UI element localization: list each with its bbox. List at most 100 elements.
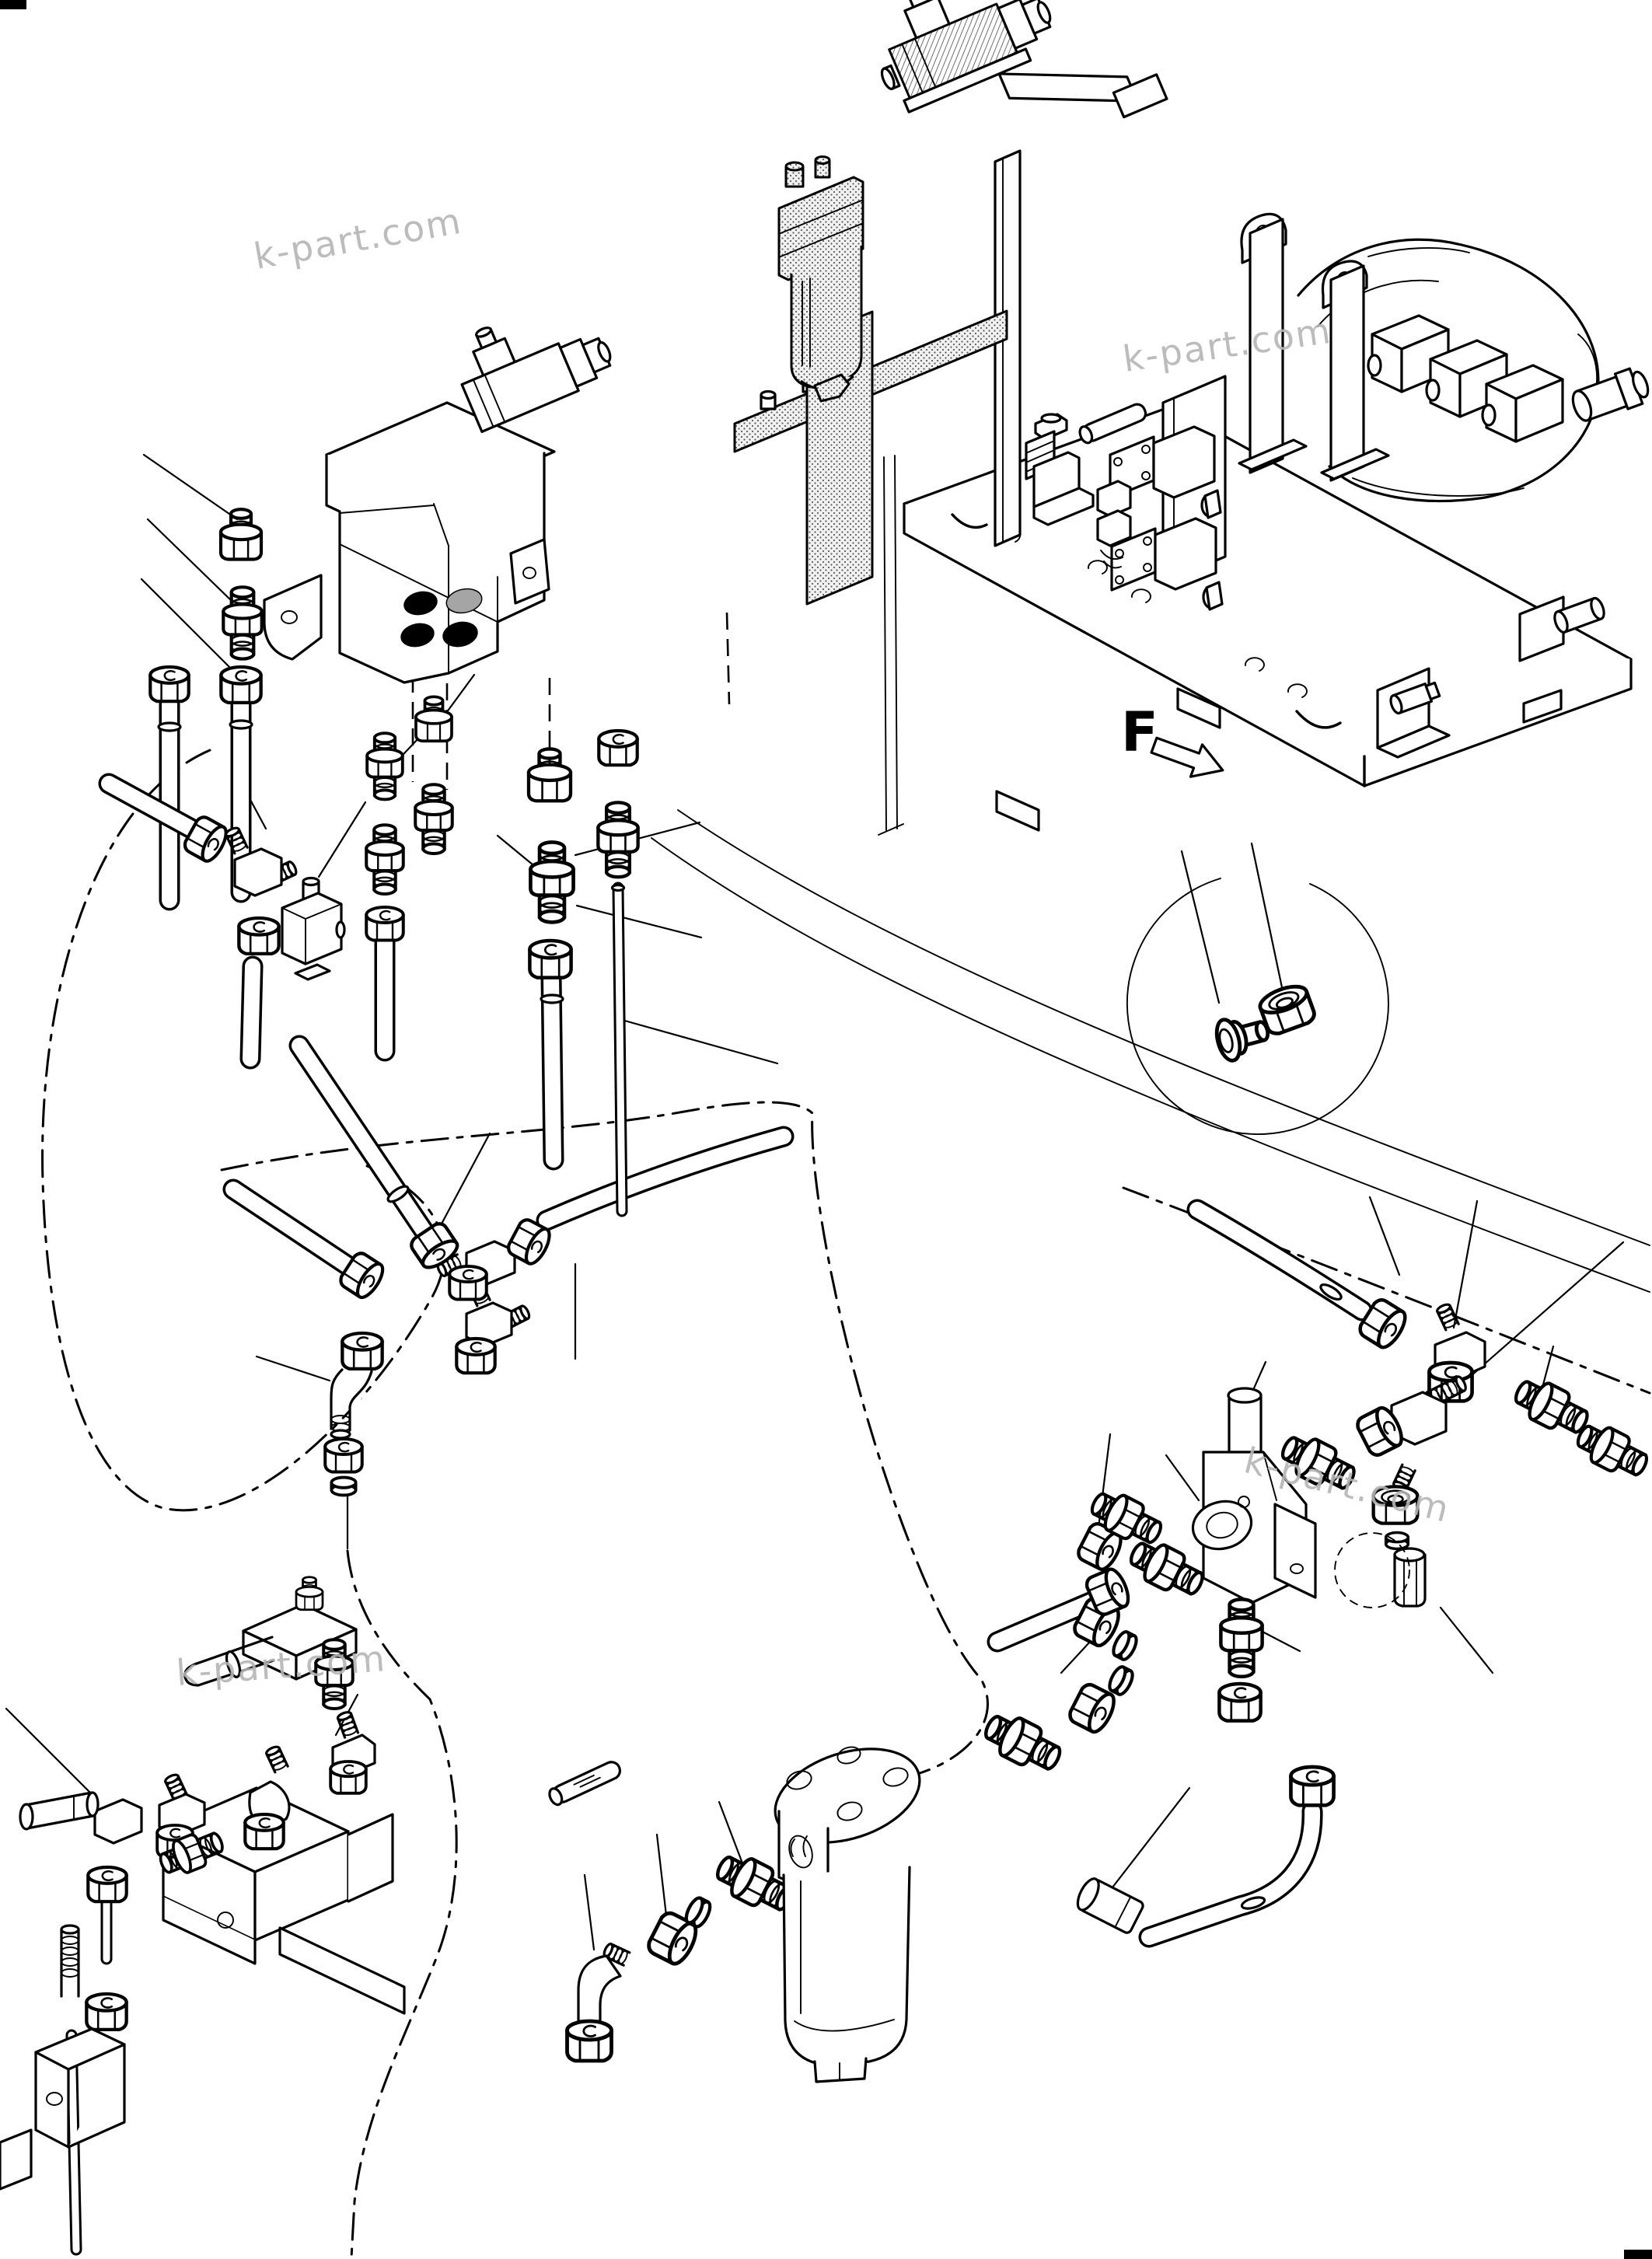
mounting-bracket-plate	[994, 149, 1022, 547]
pilot-valve-assembly	[263, 326, 612, 684]
tee-fitting	[456, 1277, 533, 1373]
solenoid-valve-bank	[1078, 375, 1227, 611]
power-unit-assembly	[733, 0, 1650, 836]
hose	[288, 1035, 435, 1241]
hose	[1186, 1199, 1373, 1322]
solenoid-on-valve	[460, 326, 612, 433]
compression-ring	[1106, 1664, 1135, 1696]
straight-fitting	[365, 823, 405, 896]
mounting-wing	[509, 538, 550, 605]
compression-ring	[330, 1475, 358, 1497]
hose	[536, 1126, 795, 1231]
port-dark	[403, 591, 438, 616]
solenoid-valve	[1109, 425, 1222, 519]
sleeve-bushing	[1076, 1877, 1144, 1934]
view-direction: F	[1121, 700, 1224, 778]
relief-cylinder	[183, 1636, 275, 1687]
port-gray	[445, 588, 483, 614]
swivel-nut	[88, 1867, 126, 1901]
swivel-nut	[150, 667, 188, 701]
hose	[222, 1178, 361, 1278]
tee-fitting	[1354, 1375, 1467, 1493]
hose	[98, 773, 202, 840]
hose-elbow-bottom-right	[1138, 1800, 1323, 1948]
bracket-cylinder	[1518, 595, 1605, 662]
corner-mark-top-left	[0, 0, 26, 9]
valve-blocks-on-motor	[1367, 314, 1564, 443]
swivel-nut	[1291, 1767, 1333, 1805]
steel-tube-under-plate	[878, 455, 904, 836]
breather-caps	[784, 155, 831, 188]
watermark: k-part.com	[251, 200, 466, 278]
compression-nut	[323, 1437, 364, 1474]
tube-piece	[548, 1761, 622, 1807]
elbow-fitting	[329, 1709, 376, 1795]
straight-fitting	[1572, 1417, 1652, 1484]
bottom-left-manifold	[0, 1576, 406, 2191]
throttle-valve	[281, 876, 346, 981]
tee-fitting	[155, 1772, 206, 1859]
plug-fitting	[529, 749, 571, 801]
test-coupling	[1334, 1486, 1427, 1608]
hose	[157, 693, 182, 911]
port-dark	[400, 623, 435, 648]
compression-ring	[683, 1896, 714, 1929]
corner-mark-bottom-right	[1624, 2250, 1652, 2259]
straight-fitting	[1124, 1534, 1209, 1603]
watermark: k-part.com	[1120, 309, 1334, 380]
swivel-nut	[599, 731, 637, 765]
rod	[1078, 403, 1147, 445]
compression-ring	[1110, 1629, 1139, 1661]
straight-fitting	[530, 842, 573, 922]
plug-fitting	[414, 695, 453, 743]
hose	[987, 1590, 1103, 1653]
center-fitting-cluster	[182, 815, 554, 1497]
tee-fitting	[223, 825, 299, 954]
straight-fitting	[365, 731, 404, 801]
bracket-valve	[1376, 667, 1451, 759]
hose	[540, 965, 564, 1171]
port-dark	[442, 621, 478, 648]
straight-fitting	[979, 1707, 1067, 1779]
view-label: F	[1121, 700, 1158, 764]
hose	[239, 955, 264, 1070]
swivel-nut	[365, 906, 405, 942]
straight-fitting	[598, 802, 637, 877]
swivel-nut	[1219, 1684, 1260, 1721]
pilot-solenoid-valve	[1025, 413, 1095, 526]
plug-fitting	[221, 509, 261, 559]
right-fitting-chain	[1071, 1297, 1652, 1934]
detail-callout	[1126, 842, 1389, 1135]
dust-cap-chain	[1334, 1532, 1410, 1608]
steel-tube	[610, 882, 628, 1217]
relief-valve	[1191, 1387, 1317, 1604]
tee-fitting	[435, 1217, 554, 1301]
elbow-fitting	[1429, 1301, 1486, 1401]
elbow-fitting	[330, 1333, 382, 1440]
bottom-center-filter	[568, 1664, 1136, 2083]
mounting-wing	[263, 574, 323, 661]
valve-ports	[400, 588, 483, 648]
straight-fitting	[414, 783, 454, 855]
threaded-stud	[60, 1924, 80, 1998]
top-solenoid-valve	[880, 0, 1168, 119]
elbow-fitting	[568, 1941, 631, 2061]
routing-lines	[41, 612, 1651, 2259]
shaft-coupling	[1571, 367, 1650, 422]
sub-block	[0, 2027, 126, 2191]
tee-fitting	[93, 1798, 143, 1897]
hydraulic-filter-unit	[733, 155, 1008, 606]
solenoid-valve	[1110, 517, 1224, 611]
return-filter	[774, 1746, 921, 2083]
motor-pump	[1238, 212, 1650, 503]
cap-nut	[1257, 981, 1317, 1036]
straight-fitting	[1221, 1599, 1262, 1676]
sleeve-bushing	[19, 1791, 100, 1831]
detail-circle	[1126, 878, 1389, 1135]
hoses	[65, 693, 1373, 2256]
direction-arrow-icon	[1150, 736, 1224, 778]
elbow-fitting	[245, 1744, 291, 1849]
watermark: k-part.com	[175, 1637, 388, 1694]
